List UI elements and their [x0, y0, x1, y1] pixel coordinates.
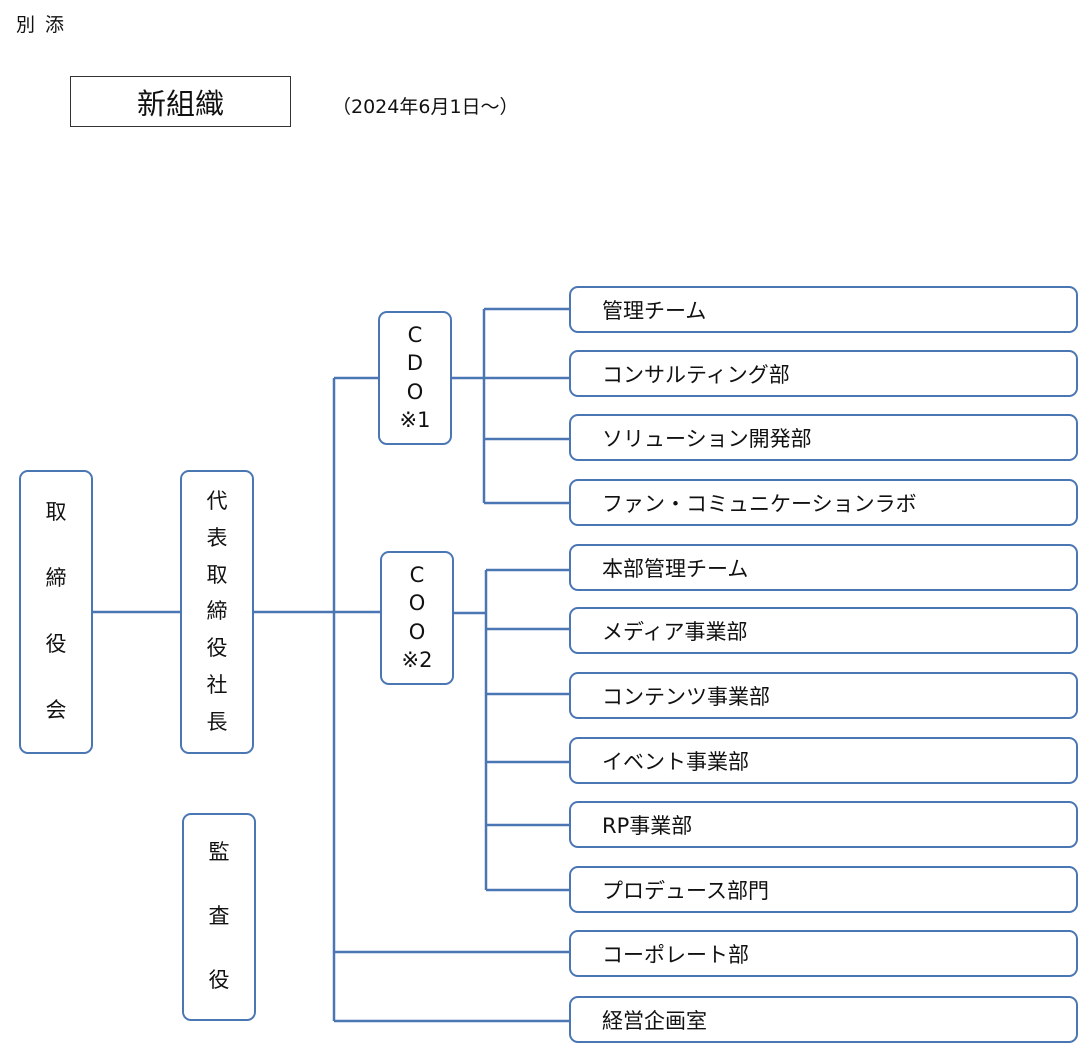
dept-corporate-planning: 経営企画室	[569, 996, 1078, 1043]
effective-date: （2024年6月1日～）	[332, 96, 519, 118]
board-char: 役	[45, 632, 67, 657]
attachment-note: 別添	[16, 14, 75, 36]
dept-rp-business: RP事業部	[569, 801, 1078, 848]
coo-char: O	[408, 591, 426, 616]
president-char: 代	[206, 488, 228, 513]
cdo-char: O	[406, 379, 424, 404]
auditor-char: 監	[208, 840, 230, 865]
president-char: 表	[206, 525, 228, 550]
dept-solution-development: ソリューション開発部	[569, 414, 1078, 461]
dept-hq-management-team: 本部管理チーム	[569, 544, 1078, 591]
board-char: 締	[45, 566, 67, 591]
cdo-box: C D O ※1	[378, 311, 452, 445]
auditor-char: 役	[208, 968, 230, 993]
president-char: 役	[206, 636, 228, 661]
dept-fan-communication-lab: ファン・コミュニケーションラボ	[569, 479, 1078, 526]
dept-produce-division: プロデュース部門	[569, 866, 1078, 913]
coo-char: O	[408, 619, 426, 644]
dept-content-business: コンテンツ事業部	[569, 672, 1078, 719]
auditor-box: 監 査 役	[182, 813, 256, 1021]
cdo-note: ※1	[399, 407, 431, 432]
auditor-char: 査	[208, 904, 230, 929]
page-title: 新組織	[70, 76, 291, 127]
dept-corporate: コーポレート部	[569, 930, 1078, 977]
president-char: 社	[206, 673, 228, 698]
board-char: 取	[45, 500, 67, 525]
president-char: 長	[206, 710, 228, 735]
president-char: 取	[206, 562, 228, 587]
coo-char: C	[409, 563, 425, 588]
president-char: 締	[206, 599, 228, 624]
coo-note: ※2	[401, 647, 433, 672]
dept-consulting: コンサルティング部	[569, 350, 1078, 397]
coo-box: C O O ※2	[380, 551, 454, 685]
dept-media-business: メディア事業部	[569, 607, 1078, 654]
president-box: 代 表 取 締 役 社 長	[180, 470, 254, 754]
dept-event-business: イベント事業部	[569, 737, 1078, 784]
cdo-char: D	[406, 351, 424, 376]
dept-management-team: 管理チーム	[569, 286, 1078, 333]
cdo-char: C	[407, 323, 423, 348]
board-char: 会	[45, 698, 67, 723]
board-of-directors-box: 取 締 役 会	[19, 470, 93, 754]
